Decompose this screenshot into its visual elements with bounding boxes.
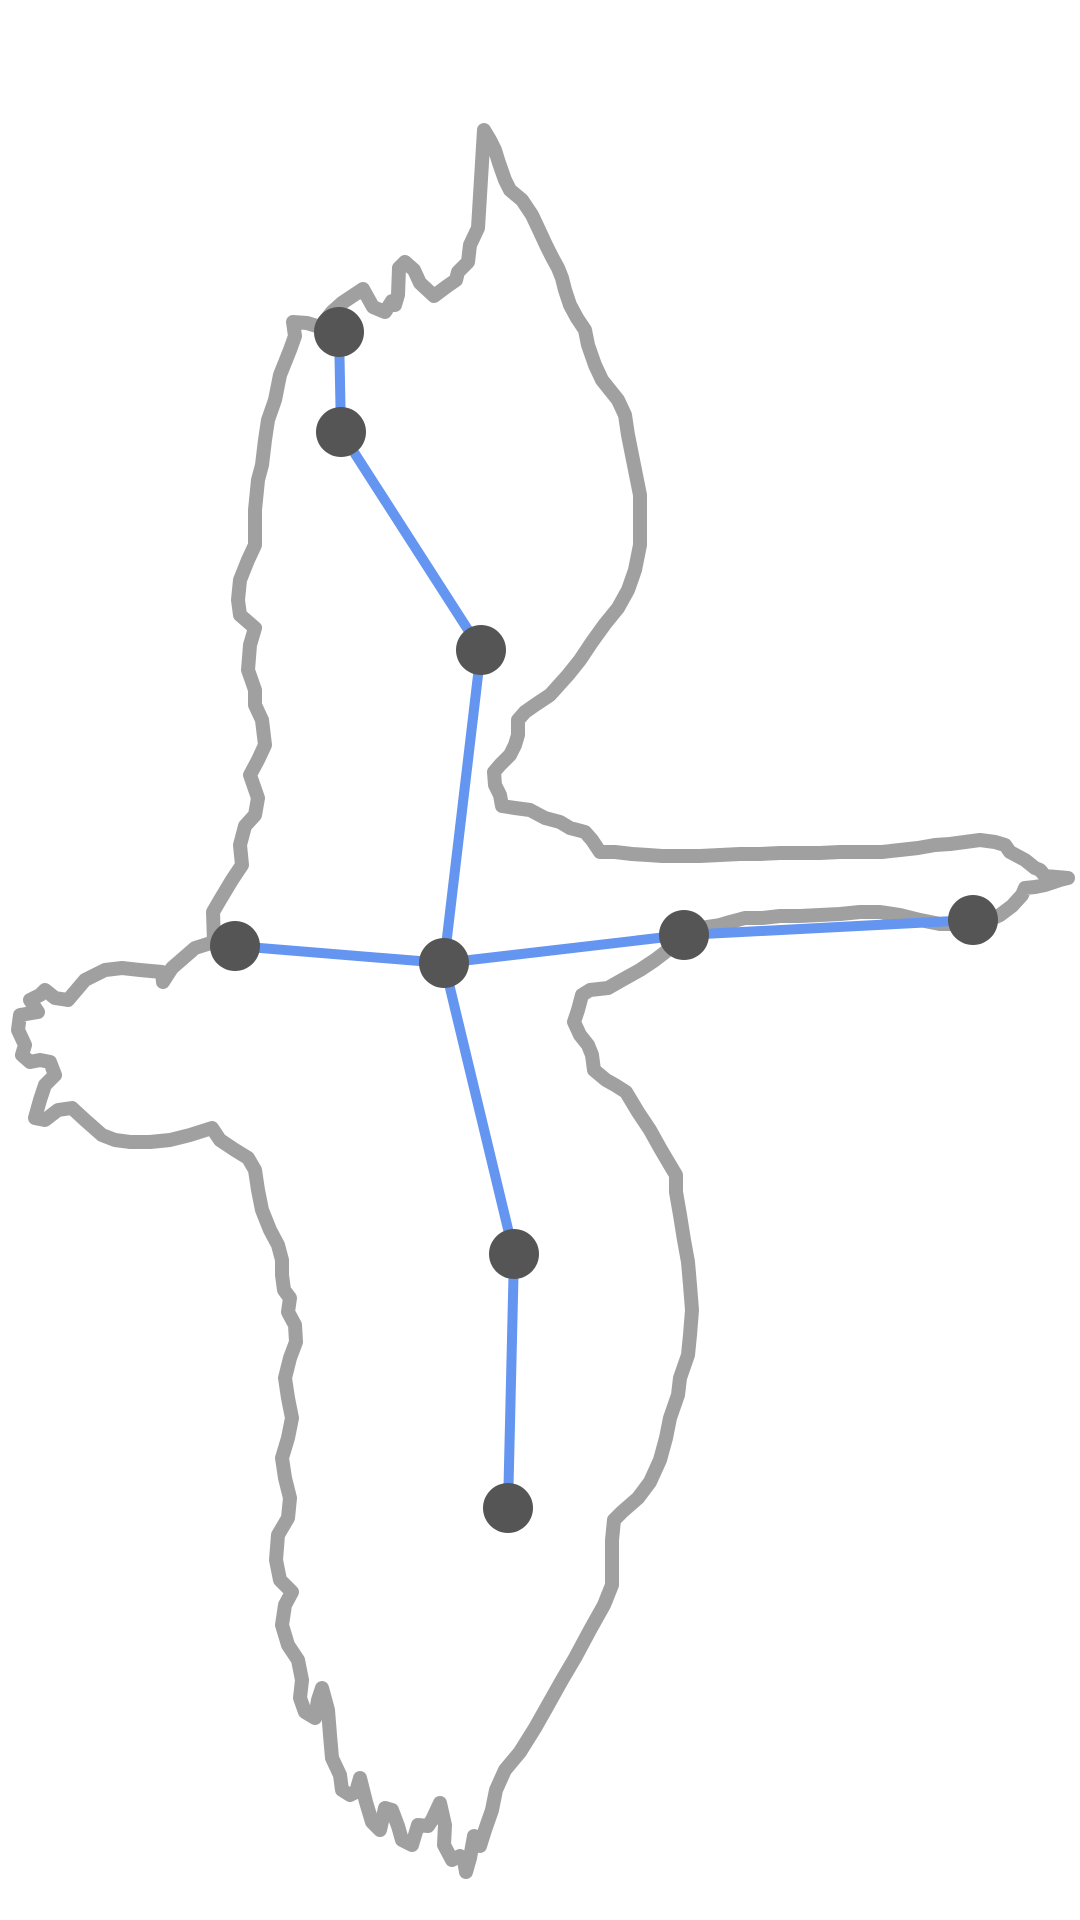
bone-left-wing-elbow-to-body-center bbox=[439, 645, 486, 968]
bird-outline bbox=[11, 123, 1075, 1879]
bone-body-center-to-right-wing-elbow bbox=[439, 958, 519, 1259]
bone-right-wing-elbow-to-right-wing-tip bbox=[503, 1249, 519, 1513]
bone-left-wing-wrist-to-left-wing-elbow bbox=[336, 427, 486, 655]
bone-body-center-to-neck bbox=[439, 930, 689, 968]
joint-tail[interactable] bbox=[210, 921, 260, 971]
joint-left-wing-wrist[interactable] bbox=[316, 407, 366, 457]
joint-right-wing-elbow[interactable] bbox=[489, 1229, 539, 1279]
skeleton-bones bbox=[230, 327, 978, 1513]
joint-body-center[interactable] bbox=[419, 938, 469, 988]
joint-head[interactable] bbox=[948, 895, 998, 945]
bone-neck-to-head bbox=[679, 915, 978, 940]
joint-right-wing-tip[interactable] bbox=[483, 1483, 533, 1533]
joint-left-wing-tip[interactable] bbox=[314, 307, 364, 357]
skeleton-joints bbox=[210, 307, 998, 1533]
bone-body-center-to-tail bbox=[230, 941, 449, 968]
joint-neck[interactable] bbox=[659, 910, 709, 960]
joint-left-wing-elbow[interactable] bbox=[456, 625, 506, 675]
